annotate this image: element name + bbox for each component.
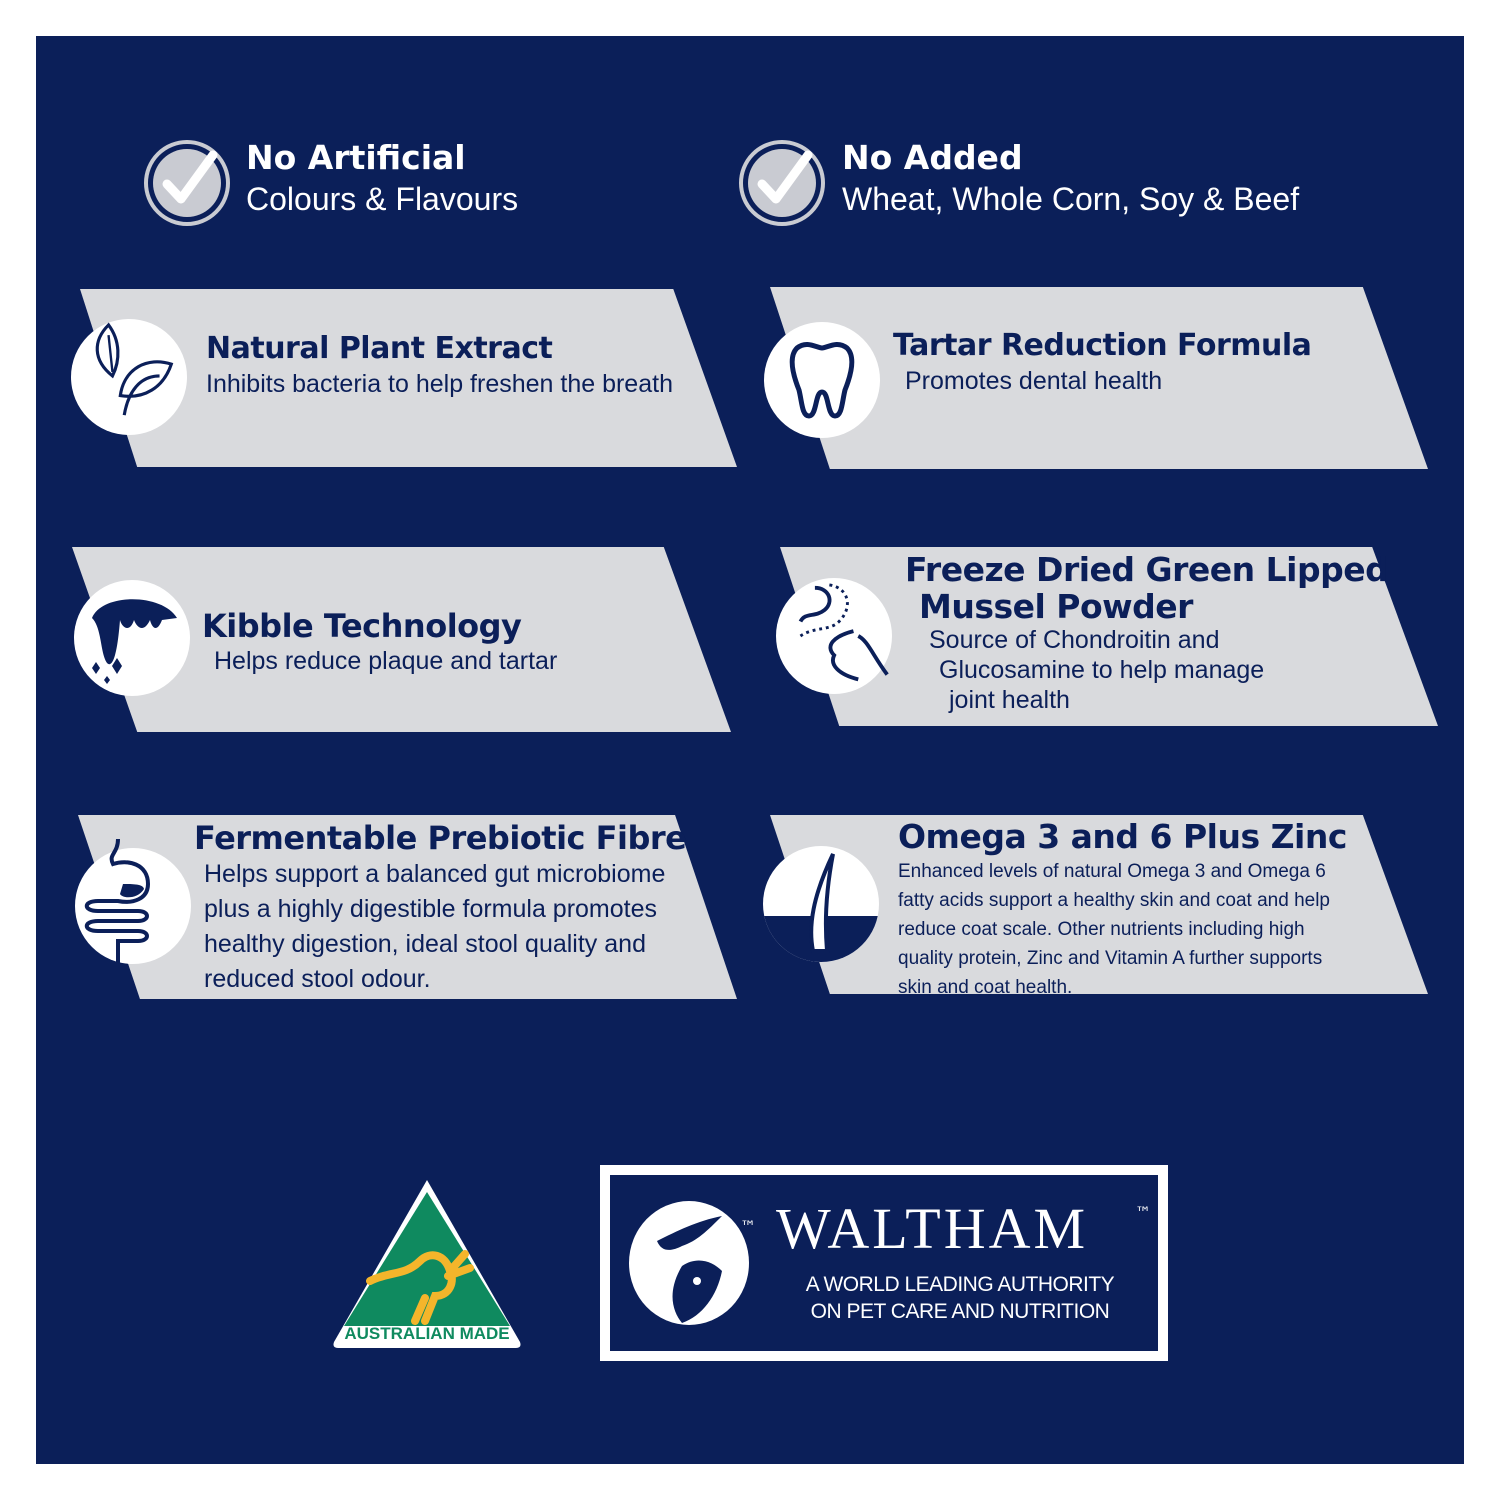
claim-subtitle: Wheat, Whole Corn, Soy & Beef: [842, 181, 1300, 217]
waltham-tagline: A WORLD LEADING AUTHORITY ON PET CARE AN…: [760, 1271, 1160, 1325]
feature-body: Helps reduce plaque and tartar: [214, 647, 558, 675]
claim-subtitle: Colours & Flavours: [246, 181, 519, 217]
leaf-icon: [71, 319, 187, 435]
feature-title: Fermentable Prebiotic Fibre: [194, 819, 687, 857]
gut-icon: [75, 839, 191, 964]
tagline-line: A WORLD LEADING AUTHORITY: [805, 1273, 1115, 1296]
feature-body: joint health: [949, 686, 1070, 714]
feature-title: Kibble Technology: [202, 607, 522, 645]
australian-made-logo: AUSTRALIAN MADE: [330, 1176, 524, 1352]
feature-body: reduce coat scale. Other nutrients inclu…: [898, 919, 1305, 940]
check-circle-icon: [143, 139, 231, 231]
australian-made-label: AUSTRALIAN MADE: [344, 1324, 510, 1343]
tooth-icon: [764, 322, 880, 438]
feature-body: Inhibits bacteria to help freshen the br…: [206, 370, 673, 398]
waltham-logo: ™ WALTHAM ™ A WORLD LEADING AUTHORITY ON…: [600, 1165, 1168, 1361]
feature-body: Promotes dental health: [905, 367, 1163, 395]
joint-icon: [776, 578, 892, 694]
feature-title: Omega 3 and 6 Plus Zinc: [898, 817, 1347, 856]
feature-body: Glucosamine to help manage: [939, 656, 1265, 684]
feature-body: healthy digestion, ideal stool quality a…: [204, 930, 646, 958]
feature-title: Natural Plant Extract: [206, 331, 553, 366]
feature-title: Mussel Powder: [919, 587, 1193, 626]
claim-title: No Added: [842, 138, 1023, 177]
feature-body: quality protein, Zinc and Vitamin A furt…: [898, 948, 1323, 969]
hair-follicle-icon: [763, 846, 879, 962]
feature-panel-plant-extract: [80, 289, 737, 467]
tagline-line: ON PET CARE AND NUTRITION: [810, 1300, 1110, 1323]
feature-text: Fermentable Prebiotic Fibre Helps suppor…: [194, 819, 687, 997]
claim-title: No Artificial: [246, 138, 466, 177]
trademark: ™: [740, 1217, 756, 1236]
feature-body: Enhanced levels of natural Omega 3 and O…: [898, 861, 1326, 882]
feature-text: Natural Plant Extract Inhibits bacteria …: [206, 331, 673, 401]
waltham-wordmark: WALTHAM: [776, 1196, 1089, 1261]
claim-no-added: No Added Wheat, Whole Corn, Soy & Beef: [842, 138, 1299, 220]
feature-title: Tartar Reduction Formula: [893, 328, 1312, 363]
pet-hand-emblem-icon: [627, 1201, 752, 1330]
feature-body: fatty acids support a healthy skin and c…: [898, 890, 1330, 911]
feature-body: reduced stool odour.: [204, 965, 431, 993]
feature-panel-omega: [770, 815, 1428, 994]
feature-text: Tartar Reduction Formula Promotes dental…: [893, 328, 1312, 398]
feature-body: plus a highly digestible formula promote…: [204, 895, 658, 923]
feature-text: Omega 3 and 6 Plus Zinc Enhanced levels …: [898, 817, 1347, 1002]
feature-title: Freeze Dried Green Lipped: [905, 550, 1389, 589]
trademark: ™: [1135, 1203, 1151, 1222]
infographic: No Artificial Colours & Flavours No Adde…: [36, 36, 1464, 1464]
check-circle-icon: [738, 139, 826, 231]
feature-text: Kibble Technology Helps reduce plaque an…: [202, 608, 557, 678]
feature-body: skin and coat health.: [898, 977, 1073, 998]
feature-body: Source of Chondroitin and: [929, 626, 1220, 654]
feature-text: Freeze Dried Green Lipped Mussel Powder …: [905, 550, 1389, 715]
kibble-teeth-icon: [74, 580, 190, 696]
feature-body: Helps support a balanced gut microbiome: [204, 860, 666, 888]
claim-no-artificial: No Artificial Colours & Flavours: [246, 138, 518, 220]
